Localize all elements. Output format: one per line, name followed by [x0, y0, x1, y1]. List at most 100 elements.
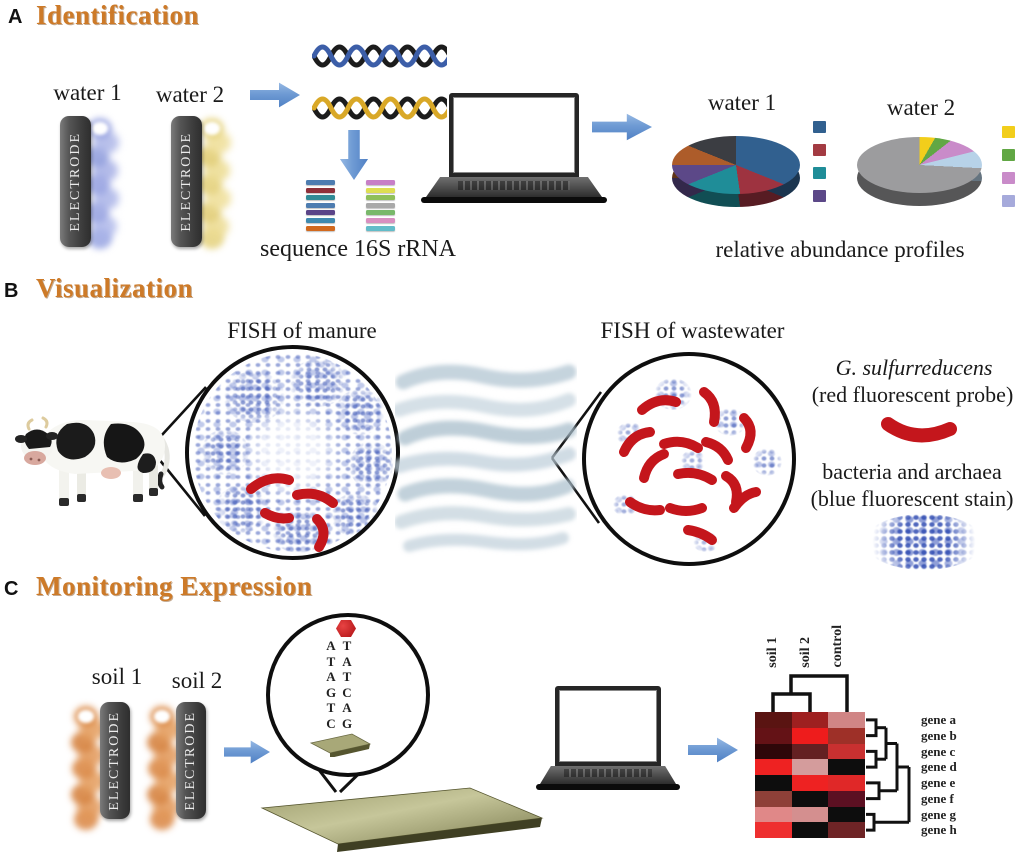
dna-letter: C [342, 684, 352, 700]
heatmap-column-labels: soil 1 soil 2 control [755, 604, 865, 668]
cow-illustration [15, 416, 170, 506]
stain-blob [289, 359, 347, 407]
pie-water1 [672, 136, 800, 208]
sequence-bar [366, 210, 395, 216]
biofilm-fuzz-water1 [88, 120, 114, 244]
legend-swatch [1002, 149, 1015, 161]
gene-label: gene h [921, 822, 957, 838]
stain-blob [335, 389, 385, 435]
dna-helix-gold [312, 96, 447, 120]
microchip-small [309, 733, 372, 757]
heatmap-cell [828, 743, 865, 760]
dna-letter: A [326, 638, 336, 653]
red-probe-rod [881, 417, 957, 443]
heatmap-cell [755, 806, 792, 823]
heatmap-cell [755, 790, 792, 807]
gene-label: gene e [921, 775, 956, 790]
heatmap-cell [791, 775, 829, 791]
legend-swatch [1002, 172, 1015, 184]
heatmap-column-label: soil 1 [765, 637, 780, 668]
dna-letter: T [326, 653, 336, 669]
heatmap-cell [791, 790, 829, 807]
panel-a-title: Identification [36, 0, 200, 30]
panel-b-title: Visualization [36, 273, 194, 303]
laptop-identification [420, 93, 608, 203]
stain-blob [680, 450, 706, 472]
stain-blob [752, 448, 782, 476]
geobacter-rods-manure [246, 473, 338, 552]
probe-desc-label: (red fluorescent probe) [811, 382, 1014, 407]
heatmap-cell [791, 712, 829, 728]
biofilm-fuzz-soil1 [74, 708, 100, 820]
dna-letter: G [325, 684, 337, 700]
electrode-water1-text: ELECTRODE [67, 131, 83, 232]
sequence-bar [306, 210, 335, 216]
stain-blob [223, 371, 285, 423]
laptop-keyboard [426, 177, 602, 197]
stain-blob [215, 485, 269, 533]
heatmap-cell [828, 806, 865, 823]
dna-helix-blue [312, 44, 447, 68]
pie2-title: water 2 [886, 95, 956, 120]
gene-label: gene b [921, 727, 957, 743]
sequence-bar [306, 202, 335, 208]
pie1-title: water 1 [707, 90, 777, 115]
heatmap-cell [828, 712, 865, 728]
water1-label: water 1 [53, 80, 122, 105]
arrow-electrodes-to-chip [224, 740, 270, 764]
legend-swatch [1002, 126, 1015, 138]
fish-manure-circle [185, 345, 400, 560]
sequence-bar [306, 180, 335, 185]
dna-letter: T [342, 638, 352, 653]
sequence-bar [306, 217, 335, 223]
legend-swatch [813, 167, 826, 179]
stain-blob [331, 493, 379, 537]
sequence-bar-column-2 [366, 180, 395, 233]
sequence-bar [366, 187, 395, 193]
dna-letter: A [342, 700, 352, 716]
biofilm-fuzz-water2 [200, 120, 226, 244]
sequence-caption: sequence 16S rRNA [260, 236, 456, 262]
heatmap-cell [828, 759, 865, 775]
microarray-slide [260, 787, 544, 852]
blue-stain-blob [864, 514, 984, 570]
fish-manure-label: FISH of manure [227, 318, 377, 343]
expression-heatmap [755, 712, 865, 838]
sequence-bar [366, 180, 395, 185]
heatmap-cell [755, 759, 792, 775]
soil2-label: soil 2 [171, 668, 223, 693]
sequence-bar [366, 202, 395, 208]
electrode-water2-text: ELECTRODE [178, 131, 194, 232]
gene-label: gene c [921, 743, 956, 759]
heatmap-cell [791, 727, 829, 744]
laptop-base [420, 197, 608, 203]
legend-swatch [813, 121, 826, 133]
stain-blob [201, 429, 249, 475]
heatmap-column-label: control [830, 625, 845, 668]
sequence-bar [366, 217, 395, 223]
arrow-laptop-to-heatmap [688, 737, 738, 763]
abundance-caption: relative abundance profiles [715, 237, 965, 262]
heatmap-cell [828, 790, 865, 807]
heatmap-column-label: soil 2 [798, 637, 813, 668]
panel-a-letter: A [8, 6, 23, 28]
dna-letter: G [341, 715, 353, 731]
laptop-expression [535, 686, 681, 790]
gene-label: gene f [921, 790, 954, 806]
heatmap-cell [791, 822, 829, 838]
soil1-label: soil 1 [91, 664, 143, 689]
heatmap-cell [791, 806, 829, 823]
heatmap-cell [755, 727, 792, 744]
sequence-bar-column-1 [306, 180, 335, 233]
laptop-base [535, 784, 681, 790]
heatmap-cell [755, 743, 792, 760]
pie2-legend [1002, 126, 1015, 207]
probe-name-label: G. sulfurreducens [835, 355, 993, 380]
panel-c-letter: C [4, 578, 19, 600]
sequence-bar [306, 225, 335, 231]
heatmap-cell [828, 727, 865, 744]
